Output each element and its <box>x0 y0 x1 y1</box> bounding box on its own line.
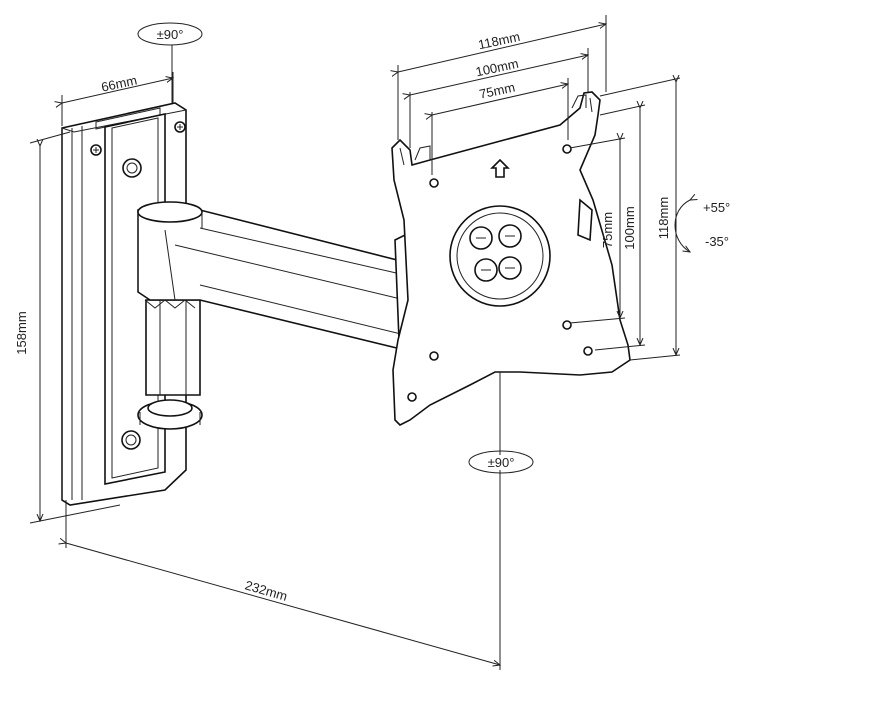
up-arrow-icon <box>490 158 510 178</box>
tilt-up-label: +55° <box>703 200 730 215</box>
upper-mounting-hole <box>122 158 142 178</box>
hole-100-bottom-left <box>407 392 417 402</box>
tilt-knob <box>577 198 593 242</box>
swivel-angle-label: ±90° <box>157 27 184 42</box>
dim-vesa-mid-side: 100mm <box>622 206 637 249</box>
dimension-lines <box>29 15 690 670</box>
hole-75-top-right <box>562 144 572 154</box>
rotation-angle-badge <box>468 450 534 474</box>
dim-vesa-outer-side: 118mm <box>656 197 671 239</box>
swivel-angle-badge <box>137 22 203 46</box>
dim-wall-plate-height: 158mm <box>14 311 29 354</box>
rotation-angle-label: ±90° <box>488 455 515 470</box>
dim-vesa-inner-side: 75mm <box>600 212 615 248</box>
dim-total-extension: 232mm <box>243 577 289 603</box>
hole-75-bottom-left <box>429 351 439 361</box>
vesa-plate <box>391 91 631 426</box>
dim-wall-plate-width: 66mm <box>100 73 138 95</box>
hole-75-bottom-right <box>562 320 572 330</box>
hole-75-top-left <box>429 178 439 188</box>
dim-vesa-inner-top: 75mm <box>478 80 516 102</box>
lower-mounting-hole <box>121 430 141 450</box>
pivot-column <box>137 299 203 430</box>
center-boss <box>449 205 551 307</box>
tilt-down-label: -35° <box>705 234 729 249</box>
hole-100-bottom-right <box>583 346 593 356</box>
arm-top-cap <box>137 201 203 223</box>
